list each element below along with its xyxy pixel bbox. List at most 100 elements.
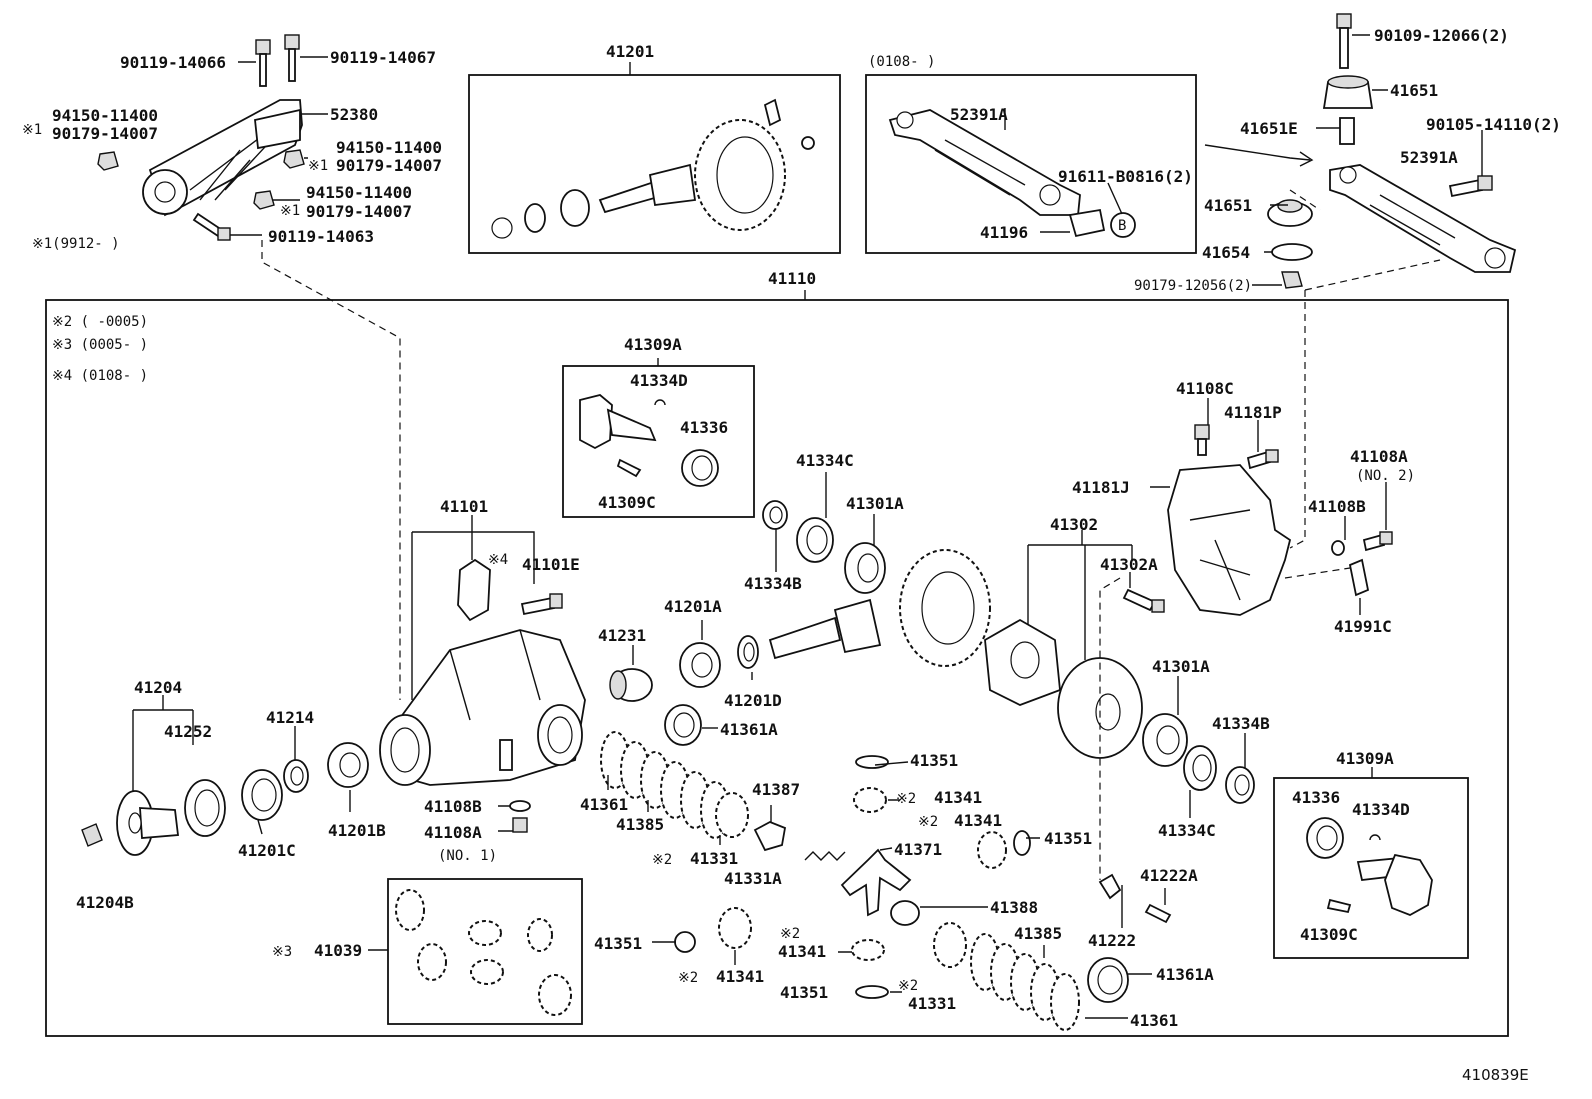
spacer-41214 [283,759,309,793]
label-41231: 41231 [598,626,646,645]
bearing-41301A-right [1142,713,1188,767]
washer-41351-b [1013,830,1031,856]
washer-41351-d [855,985,889,999]
label-41331A: 41331A [724,869,782,888]
ring-pinion-41201 [491,62,815,239]
label-no-2: (NO. 2) [1356,468,1415,484]
label-41991C: 41991C [1334,617,1392,636]
mark-2-41341b: ※2 [918,814,938,830]
label-41334C-right: 41334C [1158,821,1216,840]
washer-41201D [737,635,759,669]
thrust-41387 [753,821,787,852]
mark-1c: ※1 [280,203,300,219]
side-gear-shaft-right [1306,817,1433,916]
cross-shaft-41371 [840,848,912,917]
label-41387: 41387 [752,780,800,799]
label-41388: 41388 [990,898,1038,917]
collar-41651E [1339,117,1355,145]
label-41361-right: 41361 [1130,1011,1178,1030]
bolt-90109-12066 [1336,13,1352,69]
plug-41108A-right [1362,531,1393,552]
pinion-41341-d [718,907,752,949]
gasket-41991C [1348,558,1370,597]
side-gear-41331-left [715,792,749,838]
label-41108B-left: 41108B [424,797,482,816]
clutch-plates-right [970,933,1080,1031]
label-41654: 41654 [1202,243,1250,262]
diagram-id: 410839E [1462,1066,1529,1084]
label-90105: 90105-14110(2) [1426,115,1561,134]
seal-41334B-top [762,500,788,530]
label-41371: 41371 [894,840,942,859]
block-41388 [890,900,920,926]
pinion-41341-b [977,831,1007,869]
bolt-41302A [1122,588,1165,613]
label-41334D-top: 41334D [630,371,688,390]
label-90119-14067: 90119-14067 [330,48,436,67]
spring-41331A [804,851,846,861]
label-90179-a: 90179-14007 [52,124,158,143]
carrier-housing-41101 [379,629,586,786]
label-41385-left: 41385 [616,815,664,834]
side-gear-shaft-left [579,394,719,487]
pinion-kit-41039-parts [395,889,572,1016]
label-41361A-right: 41361A [1156,965,1214,984]
label-41334B-right: 41334B [1212,714,1270,733]
seal-41334B-right [1225,766,1255,804]
pinion-kit-box [387,878,583,1025]
cover-41181J [1167,464,1292,616]
label-41341-d: 41341 [716,967,764,986]
support-member-52391A-right [1329,164,1517,273]
mark-2-41341a: ※2 [896,791,916,807]
bolt-41222A [1144,903,1172,924]
label-41385-right: 41385 [1014,924,1062,943]
label-41331-b: 41331 [908,994,956,1013]
note-3: ※3 (0005- ) [52,337,148,353]
support-member-box [865,74,1197,254]
label-41651-mid: 41651 [1204,196,1252,215]
seal-41334C-right [1183,745,1217,791]
bolt-90119-14067 [284,34,300,82]
bearing-41301A-top [844,542,886,594]
label-41309A-top: 41309A [624,335,682,354]
label-41331-a: 41331 [690,849,738,868]
label-41309C-right: 41309C [1300,925,1358,944]
label-41309A-right: 41309A [1336,749,1394,768]
label-41181J: 41181J [1072,478,1130,497]
plug-41108B-right [1331,540,1345,556]
label-41341-b: 41341 [954,811,1002,830]
seal-41361A-right [1087,957,1129,1003]
label-41351-a: 41351 [910,751,958,770]
label-41351-c: 41351 [594,934,642,953]
label-94150-b: 94150-11400 [336,138,442,157]
diff-case-41302 [984,618,1061,706]
support-member-52391A [888,109,1136,238]
label-41301A-right: 41301A [1152,657,1210,676]
label-52380: 52380 [330,105,378,124]
mark-4: ※4 [488,552,508,568]
label-41201: 41201 [606,42,654,61]
ring-pinion-box [468,74,841,254]
label-41204B: 41204B [76,893,134,912]
washer-41351-a [855,755,889,769]
plug-41108C [1194,424,1210,456]
bolt-41101E [520,593,563,616]
mark-1a: ※1 [22,122,42,138]
label-94150-c: 94150-11400 [306,183,412,202]
label-52391A-top: 52391A [950,105,1008,124]
nut-90179-12056 [1281,271,1303,289]
mark-1b: ※1 [308,158,328,174]
bolt-90119-14066 [255,39,271,87]
side-gear-shaft-box-right [1273,777,1469,959]
label-41108C: 41108C [1176,379,1234,398]
mark-2-41341d: ※2 [678,970,698,986]
note-2: ※2 ( -0005) [52,314,148,330]
label-41201A: 41201A [664,597,722,616]
nut-left-a [97,151,119,171]
label-range-0108: (0108- ) [868,54,935,70]
label-41302: 41302 [1050,515,1098,534]
washer-41654 [1271,243,1313,261]
label-41309C-top: 41309C [598,493,656,512]
label-41196: 41196 [980,223,1028,242]
